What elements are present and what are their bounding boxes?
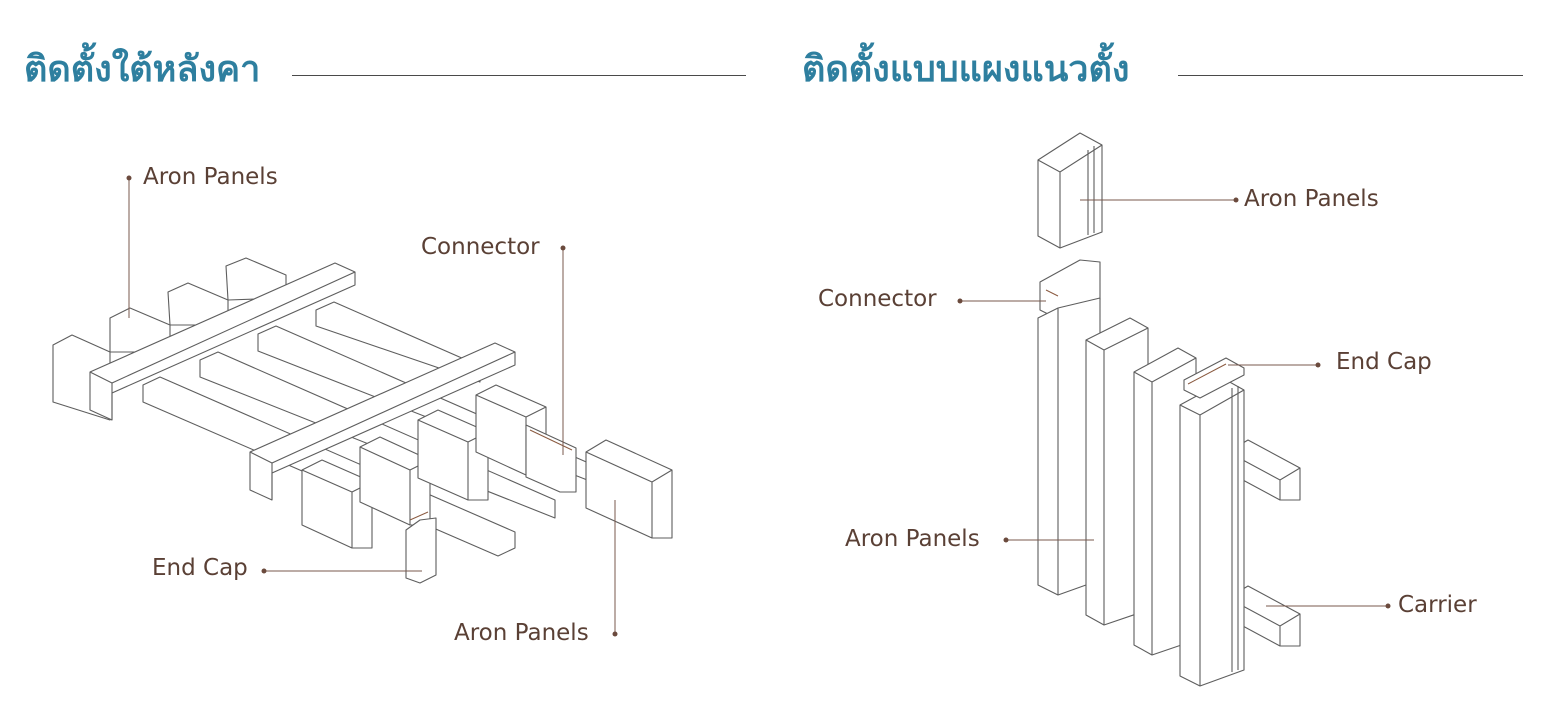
left-title-rule xyxy=(292,75,746,76)
right-title-rule xyxy=(1178,75,1523,76)
left-leaders xyxy=(126,175,618,637)
right-title: ติดตั้งแบบแผงแนวตั้ง xyxy=(802,49,1130,90)
panel-ends-front xyxy=(301,384,547,549)
label-aron-panels-top-left: Aron Panels xyxy=(143,164,278,190)
end-cap-piece xyxy=(405,517,437,584)
label-connector-right: Connector xyxy=(818,286,937,312)
vertical-installation-diagram xyxy=(1037,132,1301,687)
label-aron-panels-mid-right: Aron Panels xyxy=(845,526,980,552)
label-end-cap-left: End Cap xyxy=(152,555,248,581)
label-carrier-right: Carrier xyxy=(1398,592,1477,618)
label-end-cap-right: End Cap xyxy=(1336,349,1432,375)
aron-panel-separate xyxy=(585,439,673,539)
label-aron-panels-top-right: Aron Panels xyxy=(1244,186,1379,212)
left-title: ติดตั้งใต้หลังคา xyxy=(24,49,261,90)
connector-piece xyxy=(525,424,577,493)
label-connector-left: Connector xyxy=(421,234,540,260)
right-leaders xyxy=(957,197,1391,609)
label-aron-panels-bottom-left: Aron Panels xyxy=(454,620,589,646)
